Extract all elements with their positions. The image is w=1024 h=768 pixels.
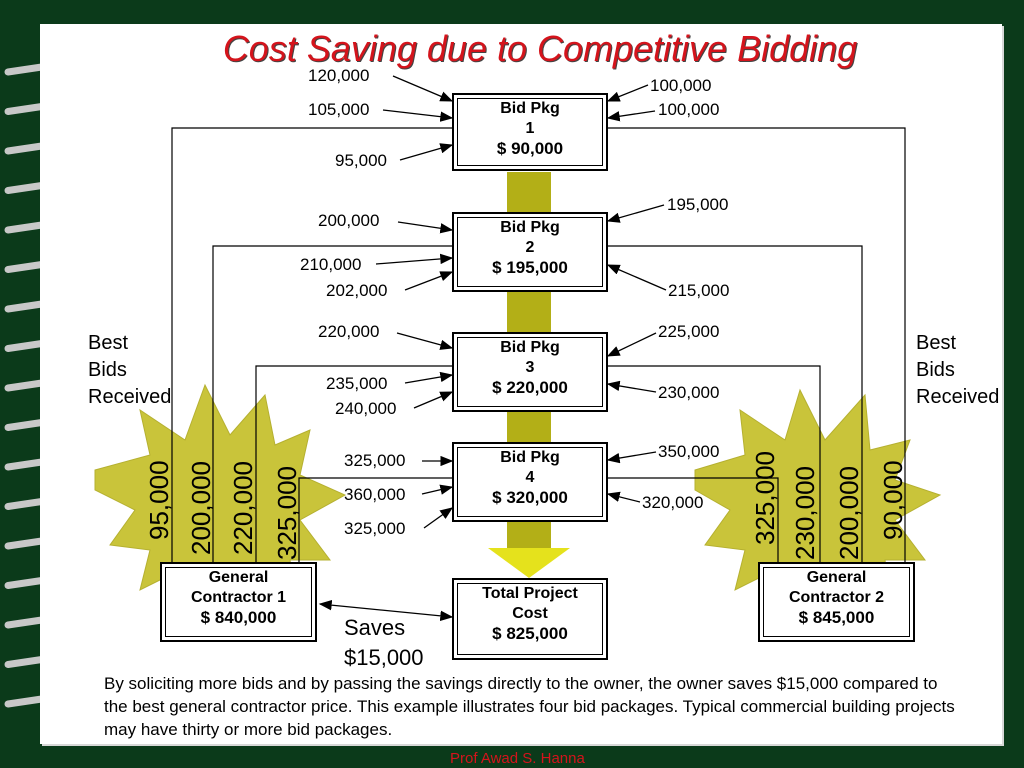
bid-package-3-price: $ 220,000	[492, 378, 568, 397]
bid-label: 220,000	[318, 322, 380, 341]
bid-package-2-number: 2	[525, 239, 535, 256]
bid-label: 200,000	[318, 211, 380, 230]
burst-right-value: 200,000	[834, 466, 864, 560]
pkg1-bid-arrows	[382, 75, 656, 161]
bid-label: 320,000	[642, 493, 704, 512]
gc2-line1: General	[806, 569, 867, 586]
burst-left	[94, 383, 347, 622]
gc-connectors	[171, 127, 906, 563]
pkg4-bid-arrows	[421, 451, 657, 529]
savings-label: Saves $15,000	[344, 613, 424, 673]
bid-label: 240,000	[335, 399, 397, 418]
bid-label: 325,000	[344, 519, 406, 538]
savings-line2: $15,000	[344, 645, 424, 670]
pkg3-bid-arrows	[396, 332, 657, 409]
best-bids-left-line: Best	[88, 332, 129, 354]
bid-label: 195,000	[667, 195, 729, 214]
burst-left-value: 200,000	[186, 461, 216, 555]
bid-label: 100,000	[658, 100, 720, 119]
bid-package-1-price: $ 90,000	[496, 139, 564, 158]
bid-label: 100,000	[650, 76, 712, 95]
best-bids-right-line: Bids	[916, 359, 955, 381]
bid-label: 120,000	[308, 66, 370, 85]
general-contractor-1: General Contractor 1 $ 840,000	[160, 562, 317, 642]
best-bids-right: Best Bids Received	[916, 330, 999, 411]
gc2-price: $ 845,000	[798, 608, 875, 627]
burst-left-value: 325,000	[272, 466, 302, 560]
best-bids-right-line: Received	[916, 386, 1000, 408]
description-text: By soliciting more bids and by passing t…	[104, 674, 955, 739]
bid-label: 95,000	[335, 151, 387, 170]
burst-left-value: 95,000	[144, 460, 174, 540]
bid-package-2-price: $ 195,000	[492, 258, 568, 277]
gc1-price: $ 840,000	[200, 608, 277, 627]
bid-label: 325,000	[344, 451, 406, 470]
bid-package-3: Bid Pkg 3 $ 220,000	[452, 332, 608, 412]
bid-label: 202,000	[326, 281, 388, 300]
general-contractor-2: General Contractor 2 $ 845,000	[758, 562, 915, 642]
bid-label: 210,000	[300, 255, 362, 274]
bid-package-2-name: Bid Pkg	[500, 219, 560, 236]
best-bids-left-line: Received	[88, 386, 172, 408]
gc1-line2: Contractor 1	[190, 589, 287, 606]
bid-label: 225,000	[658, 322, 720, 341]
bid-package-1-name: Bid Pkg	[500, 100, 560, 117]
burst-right-value: 90,000	[878, 460, 908, 540]
total-line2: Cost	[512, 605, 548, 622]
bid-package-1-number: 1	[525, 120, 535, 137]
gc2-line2: Contractor 2	[788, 589, 885, 606]
bid-label: 235,000	[326, 374, 388, 393]
bid-package-1: Bid Pkg 1 $ 90,000	[452, 93, 608, 171]
bid-package-4: Bid Pkg 4 $ 320,000	[452, 442, 608, 522]
bid-label: 360,000	[344, 485, 406, 504]
bid-label: 215,000	[668, 281, 730, 300]
best-bids-left: Best Bids Received	[88, 330, 171, 411]
bid-package-4-number: 4	[525, 469, 535, 486]
burst-left-value: 220,000	[228, 461, 258, 555]
savings-line1: Saves	[344, 615, 406, 640]
bid-label: 230,000	[658, 383, 720, 402]
comparison-arrow	[318, 599, 454, 622]
best-bids-right-line: Best	[916, 332, 957, 354]
total-project-cost: Total Project Cost $ 825,000	[452, 578, 608, 660]
slide-title: Cost Saving due to Competitive Bidding	[222, 28, 858, 69]
total-line1: Total Project	[482, 585, 578, 602]
pkg2-bid-arrows	[375, 204, 667, 291]
bid-package-4-price: $ 320,000	[492, 488, 568, 507]
burst-right-value: 325,000	[750, 451, 780, 545]
bid-package-4-name: Bid Pkg	[500, 449, 560, 466]
gc1-line1: General	[208, 569, 269, 586]
footer-author: Prof Awad S. Hanna	[450, 750, 585, 767]
bid-package-2: Bid Pkg 2 $ 195,000	[452, 212, 608, 292]
total-price: $ 825,000	[492, 624, 568, 643]
burst-right-value: 230,000	[790, 466, 820, 560]
bid-package-3-name: Bid Pkg	[500, 339, 560, 356]
bid-label: 350,000	[658, 442, 720, 461]
best-bids-left-line: Bids	[88, 359, 127, 381]
bid-package-3-number: 3	[525, 359, 535, 376]
bid-label: 105,000	[308, 100, 370, 119]
